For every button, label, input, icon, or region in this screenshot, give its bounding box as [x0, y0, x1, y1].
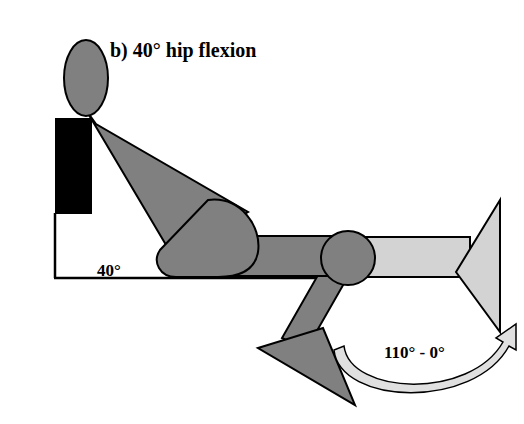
- figure-title: b) 40° hip flexion: [110, 40, 256, 60]
- buttock: [157, 200, 259, 277]
- knee-joint: [321, 231, 375, 285]
- angle-label: 40°: [97, 262, 121, 279]
- vertical-line: [54, 213, 57, 278]
- extended-foot: [456, 200, 500, 332]
- motion-arrow: [334, 324, 516, 393]
- extended-shank: [366, 237, 470, 277]
- backrest: [55, 118, 92, 214]
- range-label: 110° - 0°: [384, 344, 445, 361]
- head: [64, 40, 108, 116]
